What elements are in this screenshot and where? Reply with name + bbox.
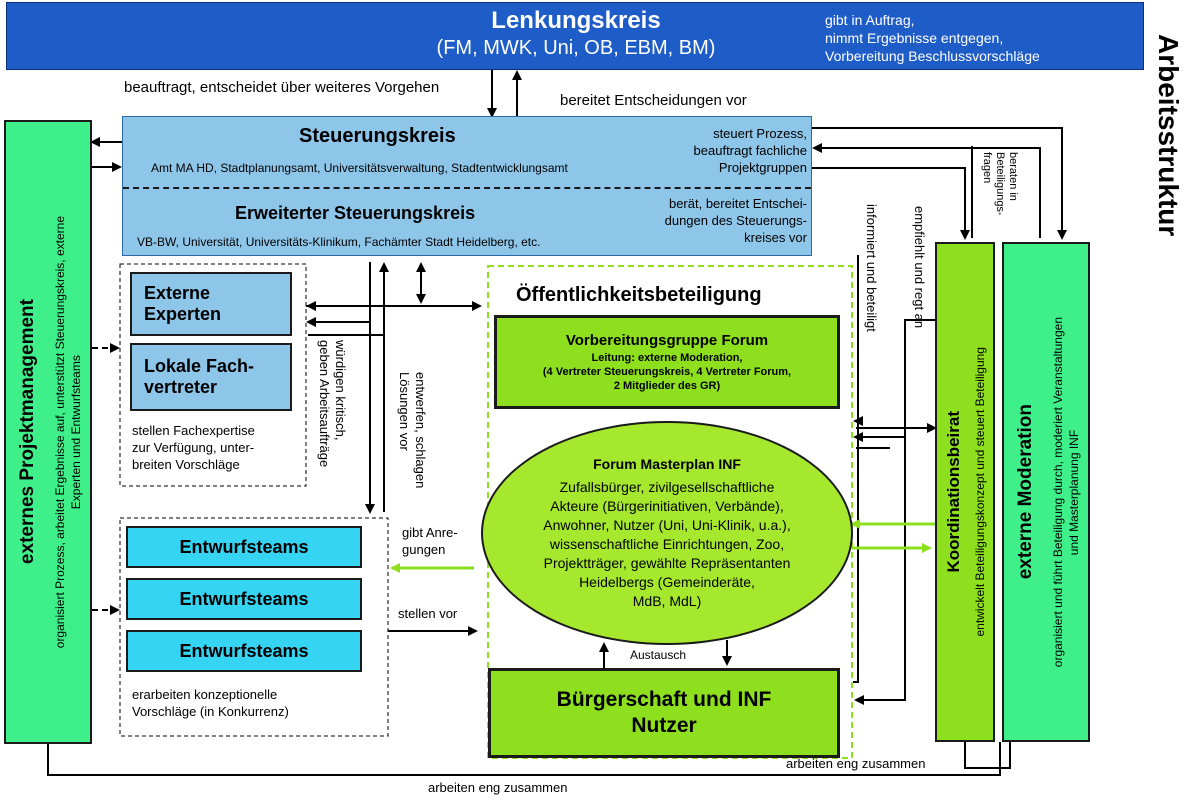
line-arbeiten-outer	[47, 742, 1001, 776]
externes-pm-role: organisiert Prozess, arbeitet Ergebnisse…	[53, 215, 83, 649]
forum-ellipse: Forum Masterplan INF Zufallsbürger, zivi…	[481, 421, 853, 645]
koordinationsbeirat-title: Koordinationsbeirat	[944, 411, 963, 573]
steuerungskreis-title: Steuerungskreis	[299, 125, 456, 147]
buergerschaft-box: Bürgerschaft und INF Nutzer	[488, 668, 840, 758]
externes-pm-title: externes Projektmanagement	[17, 299, 38, 565]
label-arbeiten-inner: arbeiten eng zusammen	[786, 756, 926, 771]
vorbereitungsgruppe-box: Vorbereitungsgruppe Forum Leitung: exter…	[494, 315, 840, 409]
entwurfsteam-box-3: Entwurfsteams	[126, 630, 362, 672]
arrow-empfiehlt	[854, 319, 935, 705]
arrow-moderation-to-steuerung	[812, 143, 1041, 238]
label-informiert: informiert und beteiligt	[864, 204, 879, 332]
steuerungskreis-box: Steuerungskreis Amt MA HD, Stadtplanungs…	[122, 116, 812, 256]
lokale-fachvertreter-box: Lokale Fach- vertreter	[130, 343, 292, 411]
arrow-steuerung-to-koord	[812, 167, 970, 240]
steuerungskreis-members: Amt MA HD, Stadtplanungsamt, Universität…	[151, 161, 568, 175]
experten-group-frame	[119, 263, 307, 487]
steuerung-divider	[123, 187, 811, 189]
forum-members: Zufallsbürger, zivilgesellschaftliche Ak…	[543, 478, 791, 609]
entwurfsteam-box-2: Entwurfsteams	[126, 578, 362, 620]
koordinationsbeirat-box: Koordinationsbeirat entwickelt Beteiligu…	[935, 242, 995, 742]
label-austausch: Austausch	[630, 648, 687, 662]
lenkungskreis-members: (FM, MWK, Uni, OB, EBM, BM)	[436, 37, 716, 59]
label-empfiehlt: empfiehlt und regt an	[912, 206, 927, 329]
externe-experten-box: Externe Experten	[130, 272, 292, 336]
erweiterter-members: VB-BW, Universität, Universitäts-Kliniku…	[137, 235, 541, 249]
label-stellen-vor: stellen vor	[398, 606, 458, 621]
externe-moderation-box: externe Moderation organisiert und führt…	[1002, 242, 1090, 742]
line-arbeiten-inner	[964, 742, 1011, 769]
oeffentlichkeit-title: Öffentlichkeitsbeteiligung	[516, 284, 762, 306]
lenkungskreis-title: Lenkungskreis	[491, 7, 661, 34]
label-bereitet: bereitet Entscheidungen vor	[560, 92, 747, 109]
label-gibt-anregungen: gibt Anre- gungen	[402, 525, 458, 557]
label-beauftragt: beauftragt, entscheidet über weiteres Vo…	[124, 79, 440, 96]
label-wuerdigen: würdigen kritisch,geben Arbeitsaufträge	[317, 340, 348, 468]
arrow-steuerung-to-moderation	[812, 127, 1067, 240]
steuerungskreis-role: steuert Prozess, beauftragt fachliche Pr…	[693, 126, 807, 175]
side-title: Arbeitsstruktur	[1153, 33, 1184, 237]
entwurfsteams-caption: erarbeiten konzeptionelle Vorschläge (in…	[132, 687, 289, 719]
line-informiert	[853, 255, 859, 683]
experten-caption: stellen Fachexpertise zur Verfügung, unt…	[132, 423, 255, 472]
externe-moderation-title: externe Moderation	[1015, 404, 1036, 580]
lenkungskreis-box: Lenkungskreis (FM, MWK, Uni, OB, EBM, BM…	[6, 2, 1144, 70]
label-arbeiten-outer: arbeiten eng zusammen	[428, 780, 568, 795]
entwurf-group-frame	[119, 517, 389, 737]
erweiterter-title: Erweiterter Steuerungskreis	[235, 203, 476, 223]
lenkungskreis-role: gibt in Auftrag, nimmt Ergebnisse entgeg…	[825, 12, 1040, 64]
entwurfsteam-box-1: Entwurfsteams	[126, 526, 362, 568]
externe-moderation-role: organisiert und führt Beteiligung durch,…	[1051, 316, 1081, 668]
externes-pm-box: externes Projektmanagement organisiert P…	[4, 120, 92, 744]
forum-title: Forum Masterplan INF	[593, 455, 741, 472]
erweiterter-role: berät, bereitet Entschei- dungen des Ste…	[664, 196, 807, 245]
koordinationsbeirat-role: entwickelt Beteiligungskonzept und steue…	[973, 347, 987, 637]
